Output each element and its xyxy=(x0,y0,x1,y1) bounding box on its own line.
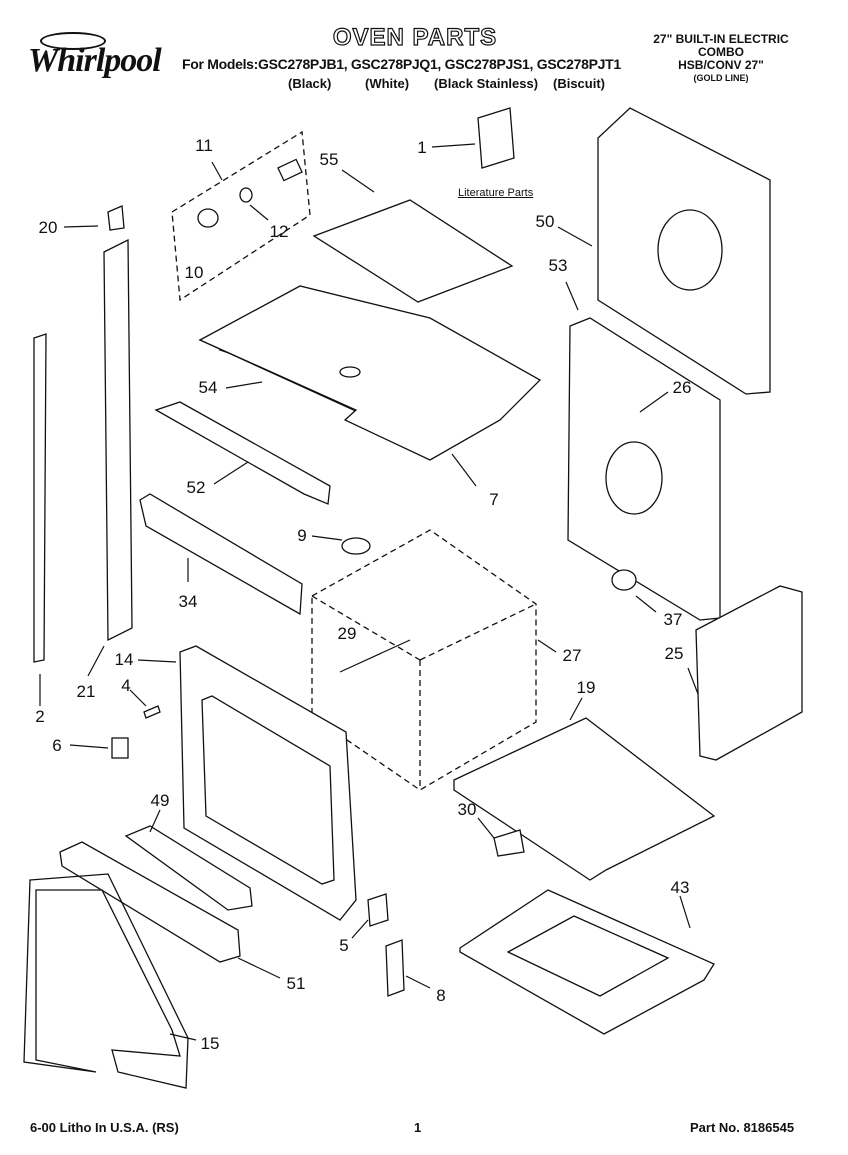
callout-25: 25 xyxy=(664,644,684,663)
part-bracket xyxy=(493,829,525,857)
part-bottom-tray xyxy=(453,717,716,881)
part-element-connector xyxy=(341,537,371,555)
whirlpool-logo: Whirlpool xyxy=(22,28,182,88)
part-knob-group-outline xyxy=(171,130,311,302)
product-line-1: 27" BUILT-IN ELECTRIC xyxy=(653,32,789,46)
callout-55: 55 xyxy=(319,150,339,169)
part-screw xyxy=(143,705,161,719)
part-side-trim-right xyxy=(103,238,133,642)
part-literature xyxy=(477,107,515,169)
finish-white: (White) xyxy=(365,76,410,91)
callout-50: 50 xyxy=(535,212,555,231)
callout-7: 7 xyxy=(489,490,499,509)
part-front-trim xyxy=(59,841,241,963)
part-side-panel xyxy=(695,585,803,761)
callout-6: 6 xyxy=(52,736,62,755)
callout-54: 54 xyxy=(198,378,218,397)
callout-5: 5 xyxy=(339,936,349,955)
part-sensor xyxy=(611,569,637,591)
callout-29: 29 xyxy=(337,624,357,643)
callout-1: 1 xyxy=(417,138,427,157)
part-front-vent xyxy=(139,493,303,616)
callout-49: 49 xyxy=(150,791,170,810)
part-convection-fan-hole xyxy=(605,441,663,515)
part-oven-cavity xyxy=(311,529,537,791)
logo-badge-icon xyxy=(40,32,106,50)
part-rear-panel-opening xyxy=(657,209,723,291)
part-hinge xyxy=(385,939,405,997)
part-rack-support xyxy=(339,639,411,673)
part-hinge-bracket xyxy=(367,893,389,927)
callout-34: 34 xyxy=(178,592,198,611)
footer-part-number: Part No. 8186545 xyxy=(690,1120,795,1135)
page-title: OVEN PARTS xyxy=(332,23,498,51)
part-front-frame-opening xyxy=(201,695,335,885)
part-insulation-top xyxy=(312,199,514,303)
callout-20: 20 xyxy=(38,218,58,237)
callout-14: 14 xyxy=(114,650,134,669)
callout-4: 4 xyxy=(121,676,131,695)
part-clip xyxy=(111,737,129,759)
finish-black-stainless: (Black Stainless) xyxy=(434,76,539,91)
finish-black: (Black) xyxy=(288,76,332,91)
callout-11: 11 xyxy=(195,136,213,155)
product-line-3: HSB/CONV 27" xyxy=(678,58,764,72)
callout-15: 15 xyxy=(200,1034,220,1053)
callout-27: 27 xyxy=(562,646,582,665)
part-door-gasket xyxy=(23,873,189,1089)
callout-30: 30 xyxy=(457,800,477,819)
part-baffle xyxy=(154,401,331,505)
brand-name: Whirlpool xyxy=(28,42,162,79)
callout-37: 37 xyxy=(663,610,683,629)
part-switch xyxy=(277,158,303,182)
finish-biscuit: (Biscuit) xyxy=(553,76,605,91)
part-top-vent-hole xyxy=(339,366,361,378)
part-drip-tray-inner xyxy=(506,915,670,997)
part-top-panel xyxy=(198,285,542,461)
footer-page-number: 1 xyxy=(414,1120,422,1135)
product-line-4: (GOLD LINE) xyxy=(693,73,749,83)
callout-51: 51 xyxy=(286,974,306,993)
product-description: 27" BUILT-IN ELECTRIC COMBO HSB/CONV 27"… xyxy=(636,33,806,85)
product-line-2: COMBO xyxy=(698,45,744,59)
part-front-frame xyxy=(179,645,357,921)
callout-21: 21 xyxy=(76,682,96,701)
part-side-trim-left xyxy=(33,333,47,663)
callout-52: 52 xyxy=(186,478,206,497)
part-oven-cavity-edge-2 xyxy=(419,603,537,661)
callout-2: 2 xyxy=(35,707,45,726)
callout-26: 26 xyxy=(672,378,692,397)
part-rear-panel xyxy=(597,107,771,395)
part-drip-tray xyxy=(459,889,715,1035)
callout-19: 19 xyxy=(576,678,596,697)
callout-10: 10 xyxy=(184,263,204,282)
footer-litho: 6-00 Litho In U.S.A. (RS) xyxy=(30,1120,179,1135)
callout-9: 9 xyxy=(297,526,307,545)
models-line: For Models:GSC278PJB1, GSC278PJQ1, GSC27… xyxy=(182,56,621,72)
part-trim-cap xyxy=(107,205,125,231)
callout-12: 12 xyxy=(269,222,289,241)
callout-53: 53 xyxy=(548,256,568,275)
callout-43: 43 xyxy=(670,878,690,897)
part-knob xyxy=(197,208,219,228)
part-oven-cavity-edge xyxy=(311,595,421,661)
callout-8: 8 xyxy=(436,986,446,1005)
literature-parts-label: Literature Parts xyxy=(458,187,534,199)
part-knob-cap xyxy=(239,187,253,203)
part-door-trim-lower xyxy=(124,825,253,911)
